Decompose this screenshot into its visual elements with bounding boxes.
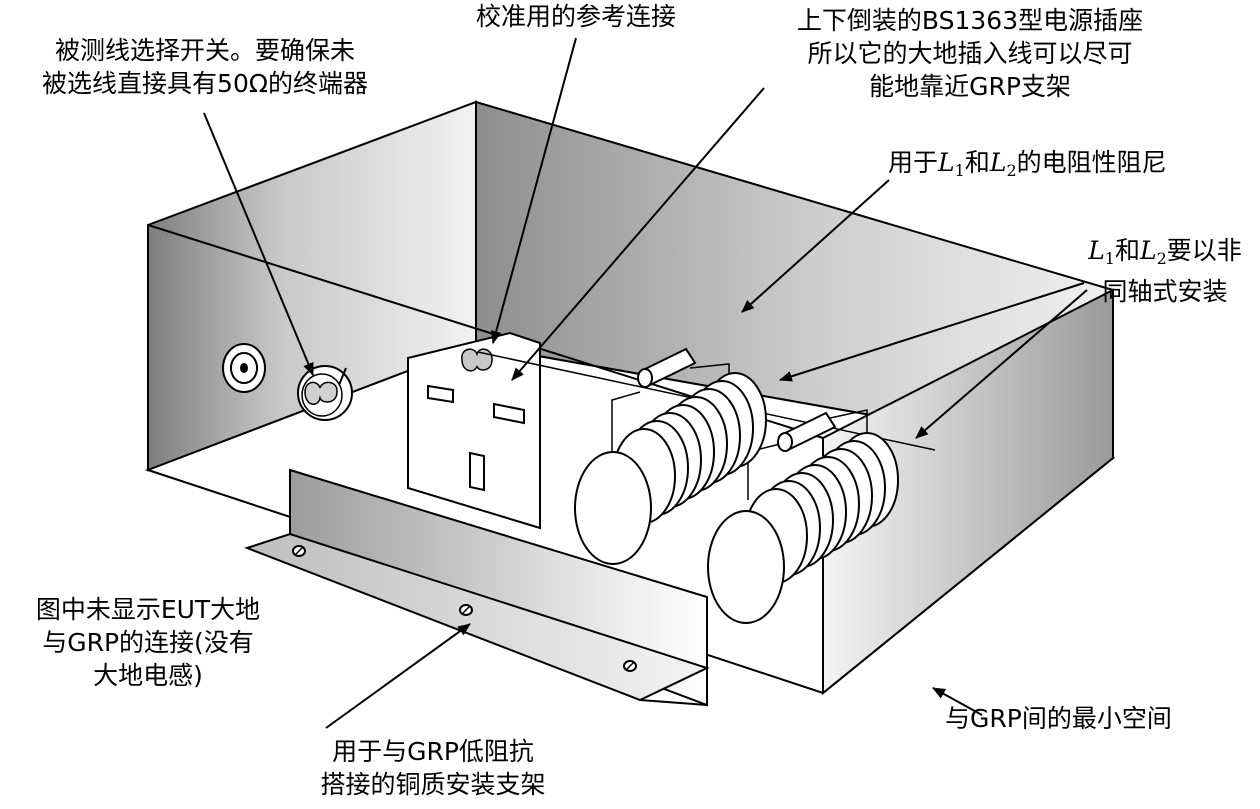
arrow-to-switch (203, 112, 314, 377)
label-selector-switch: 被测线选择开关。要确保未 被选线直接具有50Ω的终端器 (42, 36, 368, 98)
label-eut-ground-connection: 图中未显示EUT大地 与GRP的连接(没有 大地电感) (35, 595, 261, 690)
arrow-to-socket (511, 87, 765, 381)
reference-connection-knob (461, 348, 493, 372)
inductor-l2-coil (707, 432, 899, 624)
screw-icon (459, 604, 473, 616)
copper-mounting-bracket (244, 468, 710, 707)
label-reference-connection: 校准用的参考连接 (476, 2, 677, 31)
damping-resistor-l2 (777, 411, 837, 452)
arrow-to-min-space (932, 687, 983, 716)
label-copper-bracket: 用于与GRP低阻抗 搭接的铜质安装支架 (320, 737, 546, 799)
label-inverted-socket: 上下倒装的BS1363型电源插座 所以它的大地插入线可以尽可 能地靠近GRP支架 (796, 6, 1144, 101)
arrow-to-coil-l2 (915, 289, 1088, 439)
label-resistive-damping: 用于L1和L2的电阻性阻尼 (888, 148, 1167, 180)
bnc-connector-icon (222, 343, 266, 393)
arrow-to-damping (741, 179, 890, 313)
screw-icon (292, 545, 306, 557)
selector-switch-icon (297, 365, 353, 421)
screw-icon (623, 660, 637, 672)
arrow-to-bracket (325, 623, 471, 729)
inductor-l1-coil (574, 372, 767, 565)
arrow-to-coil-l1 (778, 282, 1085, 382)
damping-resistor-l1 (637, 347, 697, 388)
arrow-to-reference (490, 37, 577, 345)
leader-arrows (203, 37, 1088, 729)
label-minimum-space: 与GRP间的最小空间 (945, 704, 1172, 733)
label-non-coaxial-mounting: L1和L2要以非 同轴式安装 (1088, 236, 1242, 306)
